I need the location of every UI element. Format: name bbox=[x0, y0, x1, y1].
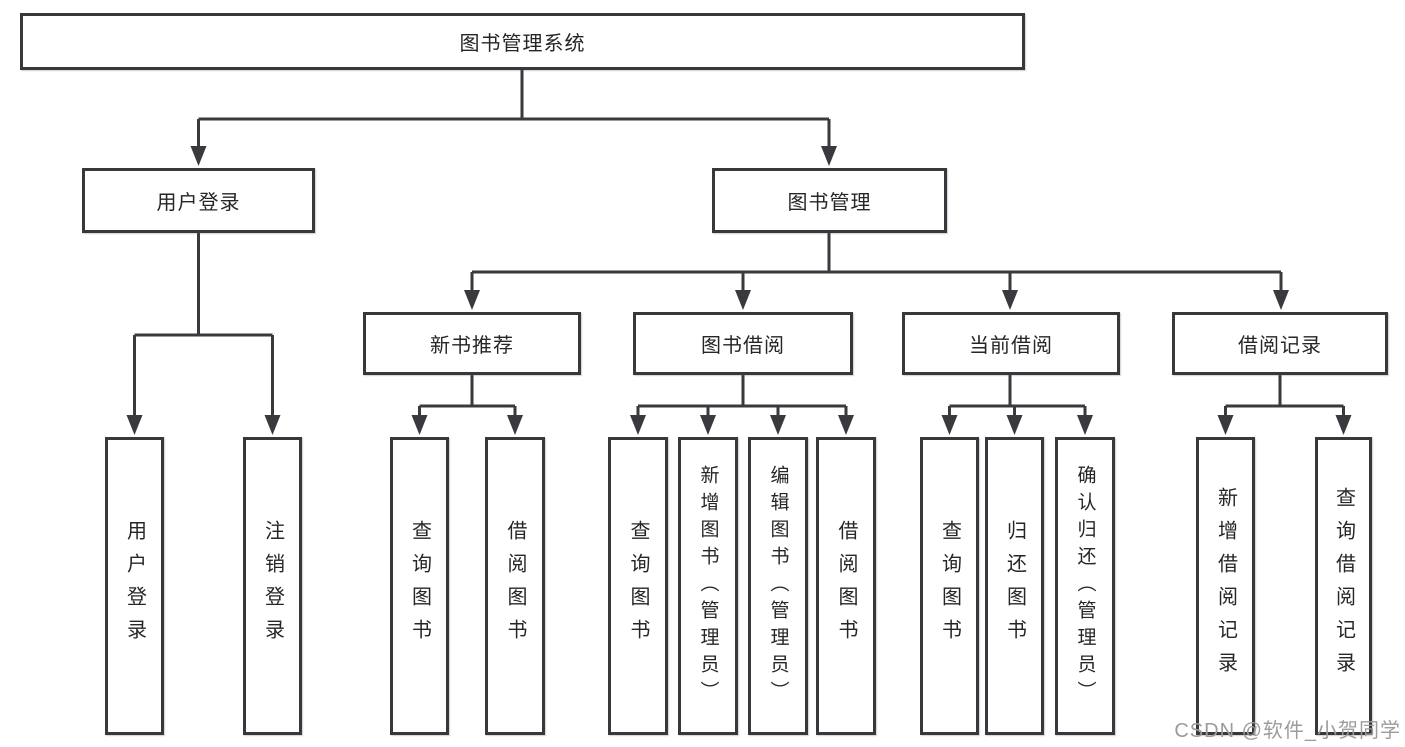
leaf-borrow-books-borrowing: 借阅图书 bbox=[816, 437, 876, 735]
node-library-system: 图书管理系统 bbox=[20, 13, 1025, 70]
leaf-return-books: 归还图书 bbox=[985, 437, 1044, 735]
leaf-add-books-admin: 新增图书（管理员） bbox=[678, 437, 738, 735]
leaf-add-borrow-record: 新增借阅记录 bbox=[1196, 437, 1255, 735]
leaf-confirm-return-admin-label: 确认归还（管理员） bbox=[1074, 464, 1096, 708]
leaf-query-books-current-label: 查询图书 bbox=[938, 520, 961, 652]
leaf-add-borrow-record-label: 新增借阅记录 bbox=[1214, 487, 1237, 685]
leaf-query-books-borrowing: 查询图书 bbox=[608, 437, 668, 735]
watermark-text: CSDN @软件_小贺同学 bbox=[1174, 720, 1401, 742]
node-user-login: 用户登录 bbox=[82, 168, 315, 233]
leaf-add-books-admin-label: 新增图书（管理员） bbox=[697, 464, 719, 708]
leaf-query-books-borrowing-label: 查询图书 bbox=[627, 520, 649, 652]
leaf-query-borrow-record: 查询借阅记录 bbox=[1315, 437, 1372, 735]
leaf-return-books-label: 归还图书 bbox=[1003, 520, 1026, 652]
leaf-edit-books-admin: 编辑图书（管理员） bbox=[748, 437, 808, 735]
node-current-borrowing: 当前借阅 bbox=[902, 312, 1120, 375]
leaf-edit-books-admin-label: 编辑图书（管理员） bbox=[767, 464, 789, 708]
leaf-user-login-label: 用户登录 bbox=[123, 520, 146, 652]
leaf-query-books-recommend: 查询图书 bbox=[390, 437, 449, 735]
node-borrowing-records: 借阅记录 bbox=[1172, 312, 1388, 375]
leaf-query-books-current: 查询图书 bbox=[920, 437, 979, 735]
node-book-borrowing: 图书借阅 bbox=[633, 312, 853, 375]
arrowhead-icons bbox=[126, 146, 1352, 435]
leaf-logout: 注销登录 bbox=[243, 437, 302, 735]
leaf-borrow-books-recommend: 借阅图书 bbox=[485, 437, 545, 735]
leaf-borrow-books-borrowing-label: 借阅图书 bbox=[835, 520, 857, 652]
leaf-user-login: 用户登录 bbox=[105, 437, 164, 735]
leaf-confirm-return-admin: 确认归还（管理员） bbox=[1055, 437, 1115, 735]
leaf-query-borrow-record-label: 查询借阅记录 bbox=[1332, 487, 1355, 685]
node-new-book-recommendation: 新书推荐 bbox=[363, 312, 581, 375]
node-book-management: 图书管理 bbox=[712, 168, 947, 233]
leaf-query-books-recommend-label: 查询图书 bbox=[408, 520, 431, 652]
leaf-borrow-books-recommend-label: 借阅图书 bbox=[504, 520, 526, 652]
leaf-logout-label: 注销登录 bbox=[261, 520, 284, 652]
